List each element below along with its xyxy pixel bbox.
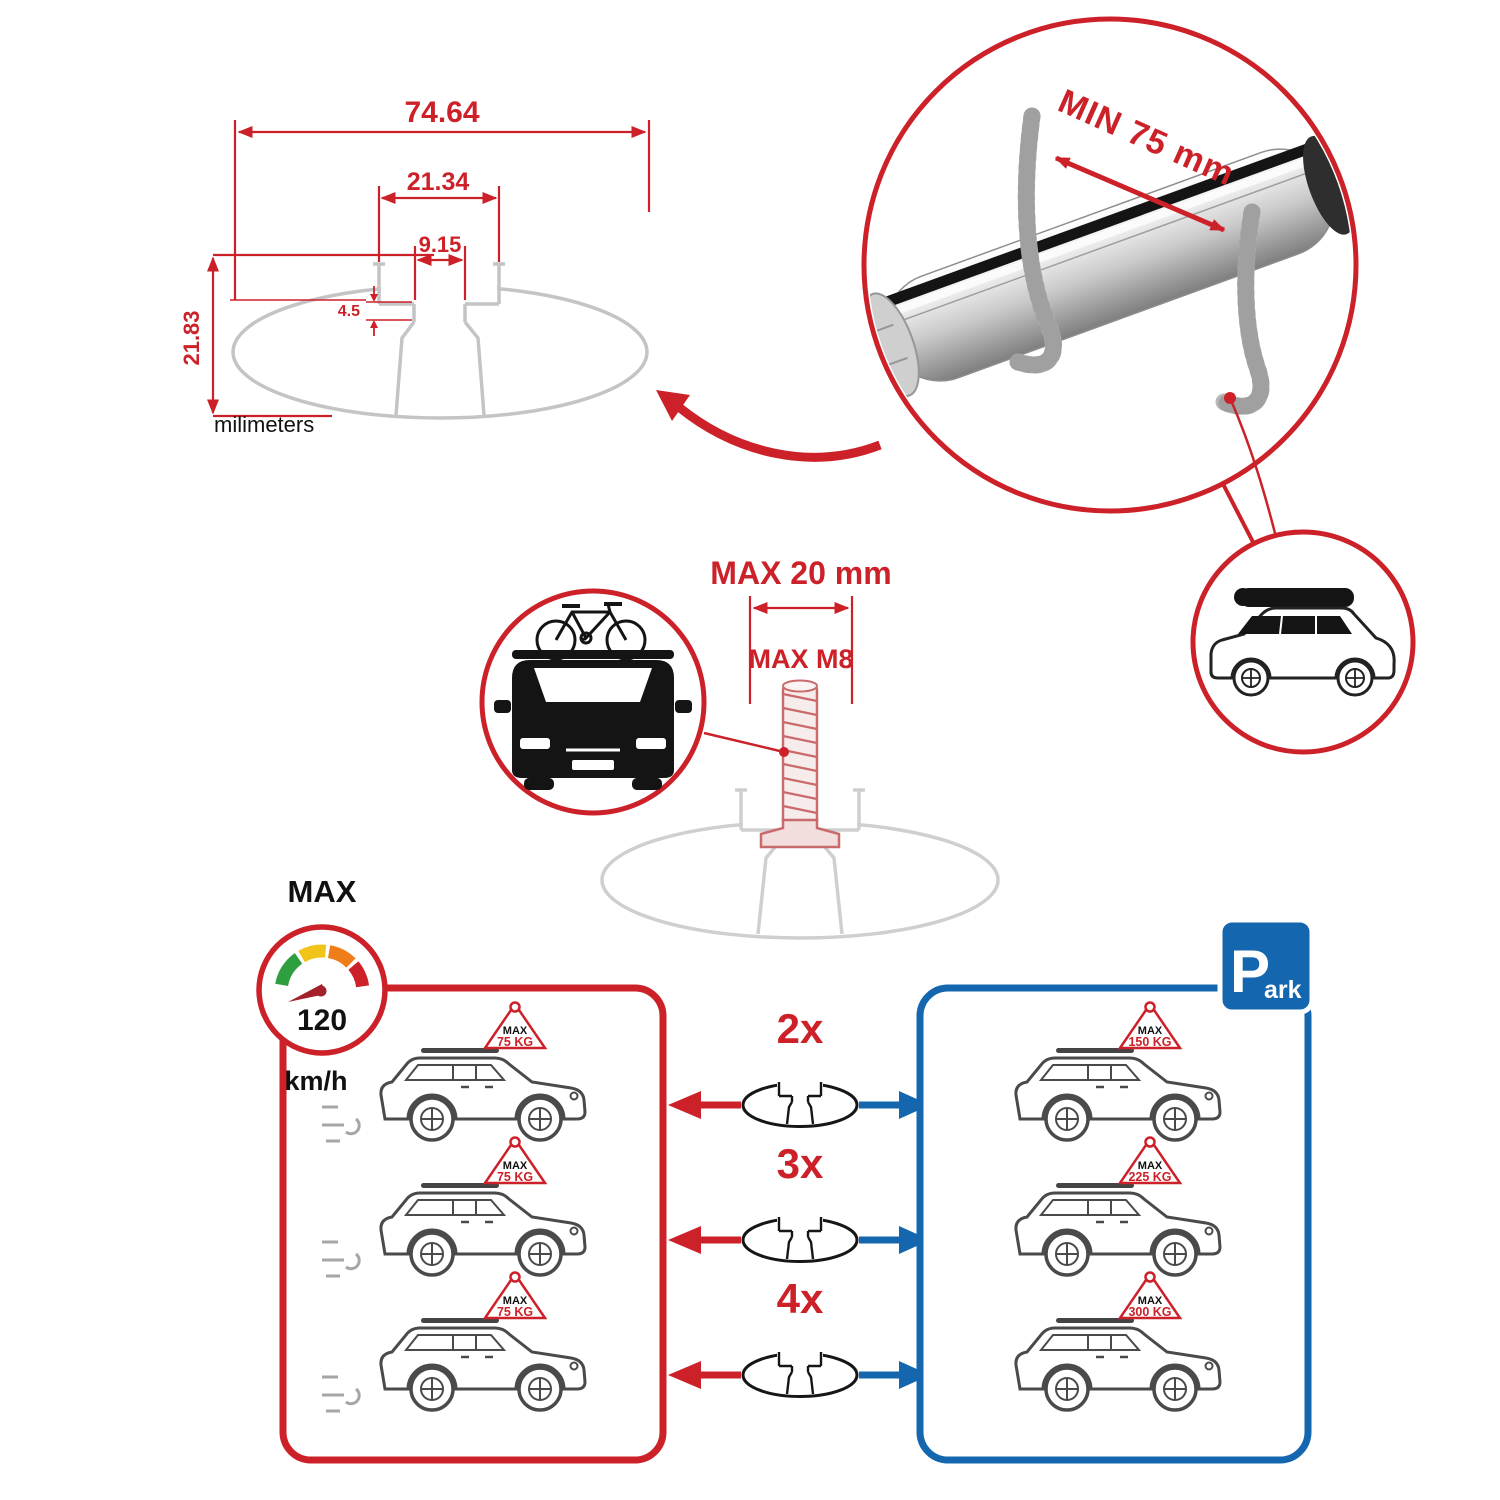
load-flag-icon: MAX 75 KG — [482, 1271, 548, 1320]
crossbar-count-row-2: 3x — [668, 1140, 930, 1263]
suv-roofbox-icon — [1209, 588, 1396, 697]
mounting-strap-icons — [1009, 107, 1270, 415]
small-arrow-down — [370, 294, 378, 302]
parked-car-2: MAX 225 KG — [1014, 1136, 1222, 1277]
small-arrow-up — [370, 320, 378, 328]
speed-value: 120 — [297, 1004, 347, 1037]
count-label: 2x — [777, 1005, 824, 1052]
crossbar-profile-outline-icon — [231, 262, 649, 420]
flag-max-label: MAX — [503, 1160, 528, 1172]
car-front-icon — [494, 650, 692, 790]
gauge-pivot — [315, 985, 327, 997]
dimension-lines — [207, 120, 651, 418]
bolt-max-length-label: MAX 20 mm — [710, 555, 891, 591]
driving-car-3: MAX 75 KG — [322, 1271, 587, 1413]
load-flag-icon: MAX 75 KG — [482, 1001, 548, 1050]
speed-swirl-icon — [322, 1375, 361, 1413]
flag-weight-label: 75 KG — [497, 1305, 533, 1319]
parked-car-3: MAX 300 KG — [1014, 1271, 1222, 1412]
left-arrow-icon — [668, 1361, 701, 1389]
strap-leader-line — [1228, 397, 1278, 538]
speed-limit-badge: MAX 120 km/h — [256, 874, 388, 1096]
crossbar-count-row-1: 2x — [668, 1005, 930, 1128]
parked-car-1: MAX 150 KG — [1014, 1001, 1222, 1142]
crossbar-profile-icon — [741, 1349, 859, 1398]
dim-channel-width-label: 21.34 — [407, 168, 470, 196]
flag-weight-label: 300 KG — [1128, 1305, 1171, 1319]
driving-car-1: MAX 75 KG — [322, 1001, 587, 1143]
parking-sign-suffix: ark — [1264, 976, 1302, 1004]
flag-max-label: MAX — [503, 1295, 528, 1307]
crossbar-profile-icon — [741, 1214, 859, 1263]
flag-max-label: MAX — [1138, 1160, 1163, 1172]
bolt-icon — [759, 679, 841, 849]
dim-lip-depth-label: 4.5 — [338, 303, 360, 320]
dim-slot-width-label: 9.15 — [419, 232, 462, 257]
suv-roofbox-circle — [1190, 529, 1416, 755]
flag-weight-label: 75 KG — [497, 1170, 533, 1184]
flag-max-label: MAX — [503, 1025, 528, 1037]
crossbar-count-row-3: 4x — [668, 1275, 930, 1398]
parking-sign-letter: P — [1230, 938, 1270, 1005]
right-arrow-icon — [899, 1091, 930, 1119]
units-label: milimeters — [214, 412, 314, 437]
flag-weight-label: 75 KG — [497, 1035, 533, 1049]
min-span-arrow — [1054, 155, 1226, 233]
flag-weight-label: 225 KG — [1128, 1170, 1171, 1184]
bolt-max-thread-label: MAX M8 — [748, 644, 853, 674]
left-arrow-icon — [668, 1091, 701, 1119]
driving-car-2: MAX 75 KG — [322, 1136, 587, 1278]
speed-swirl-icon — [322, 1240, 361, 1278]
count-label: 3x — [777, 1140, 824, 1187]
right-arrow-icon — [899, 1361, 930, 1389]
gauge-arcs — [275, 944, 370, 988]
flag-max-label: MAX — [1138, 1295, 1163, 1307]
parking-sign: P ark — [1217, 917, 1315, 1015]
circle-connector-line — [1220, 481, 1256, 545]
bolt-section: MAX 20 mm MAX M8 — [600, 555, 1000, 940]
load-flag-icon: MAX 75 KG — [482, 1136, 548, 1185]
speed-swirl-icon — [322, 1105, 361, 1143]
load-flag-icon: MAX 225 KG — [1117, 1136, 1183, 1185]
speed-unit: km/h — [284, 1066, 347, 1096]
dim-height-label: 21.83 — [179, 310, 204, 365]
detail-circle-border — [861, 16, 1359, 514]
bicycle-icon — [535, 602, 647, 661]
load-flag-icon: MAX 300 KG — [1117, 1271, 1183, 1320]
flag-max-label: MAX — [1138, 1025, 1163, 1037]
dim-width-label: 74.64 — [404, 96, 479, 129]
right-arrow-icon — [899, 1226, 930, 1254]
speed-max-title: MAX — [288, 874, 357, 909]
profile-dimension-drawing: 74.64 21.34 9.15 4.5 21.83 milimeters — [179, 96, 651, 437]
load-flag-icon: MAX 150 KG — [1117, 1001, 1183, 1050]
flag-weight-label: 150 KG — [1128, 1035, 1171, 1049]
pointer-arrow-icon — [656, 390, 882, 462]
car-bike-circle — [479, 588, 707, 816]
bolt-dimension-lines — [748, 596, 854, 704]
left-arrow-icon — [668, 1226, 701, 1254]
count-label: 4x — [777, 1275, 824, 1322]
bolt-leader-line — [703, 731, 785, 754]
crossbar-detail-circle: MIN 75 mm — [861, 16, 1359, 545]
crossbar-profile-icon — [741, 1079, 859, 1128]
